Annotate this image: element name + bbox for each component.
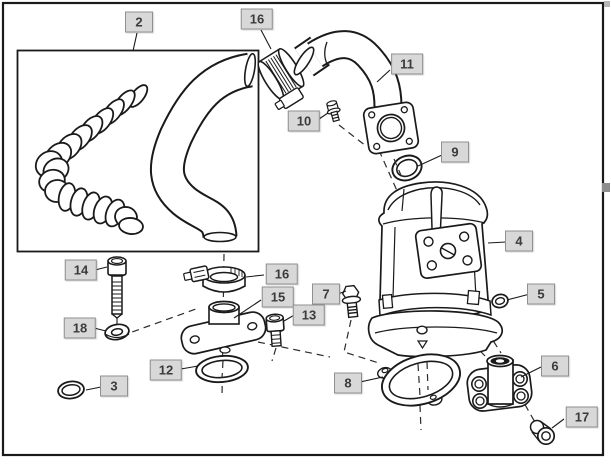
leader-line-thermostat-cover [233,299,262,319]
callout-washer[interactable]: 18 [63,317,97,339]
part-flange-bolt [326,100,341,123]
callout-long-socket-bolt[interactable]: 14 [64,259,98,281]
part-outlet-fitting [466,354,533,412]
callout-hose-clamp-lower[interactable]: 16 [265,263,299,285]
callout-o-ring-small-right[interactable]: 5 [527,283,555,305]
part-formed-hose [149,52,257,243]
callout-flange-bolt[interactable]: 10 [287,110,321,132]
callout-o-ring-upper[interactable]: 9 [441,141,469,163]
part-elbow-pipe [293,30,420,155]
leader-line-outlet-fitting [520,366,542,378]
part-washer [104,323,130,341]
leader-line-gasket [359,376,384,383]
part-gasket [377,353,461,407]
corner-artifact [604,1,610,7]
part-housing-body [367,181,504,358]
part-o-ring-cover [195,354,249,384]
part-hose-clamp-lower [183,265,246,293]
leader-line-plug [551,418,565,429]
leader-line-flange-bolt [318,112,329,120]
leader-line-elbow-pipe [376,69,391,83]
callout-housing-body[interactable]: 4 [505,230,533,252]
part-socket-bolt-right [265,313,285,348]
callout-leader-lines [85,29,565,429]
axis-line-overlays [221,158,429,397]
part-spring-lower [38,157,144,235]
callout-plug[interactable]: 17 [565,406,599,428]
part-o-ring-upper [391,154,423,182]
part-plug [529,419,556,446]
part-o-ring-small-left [57,380,85,400]
callout-hex-flange-bolt[interactable]: 7 [312,283,340,305]
leader-line-o-ring-cover [180,365,199,370]
leader-line-hose-and-springs-kit [132,32,138,52]
leader-line-o-ring-small-left [85,386,102,391]
callout-socket-bolt-right[interactable]: 13 [292,304,326,326]
leader-line-o-ring-small-right [506,293,531,301]
callout-o-ring-cover[interactable]: 12 [149,359,183,381]
part-long-socket-bolt [107,256,127,319]
leader-line-hose-clamp-upper [260,29,272,50]
callout-gasket[interactable]: 8 [334,372,362,394]
callout-hose-and-springs-kit[interactable]: 2 [125,11,153,33]
leader-line-o-ring-upper [417,154,443,167]
part-hex-flange-bolt [341,284,362,319]
part-thermostat-cover [180,300,267,355]
part-hose-clamp-upper [257,47,305,110]
callout-outlet-fitting[interactable]: 6 [541,355,569,377]
callout-thermostat-cover[interactable]: 15 [261,286,295,308]
callout-hose-clamp-upper[interactable]: 16 [240,8,274,30]
part-o-ring-small-right [491,293,509,309]
border-tick [602,183,610,192]
callout-o-ring-small-left[interactable]: 3 [100,375,128,397]
leader-line-housing-body [487,241,507,244]
leader-line-hose-clamp-lower [245,274,265,278]
callout-elbow-pipe[interactable]: 11 [391,53,423,75]
